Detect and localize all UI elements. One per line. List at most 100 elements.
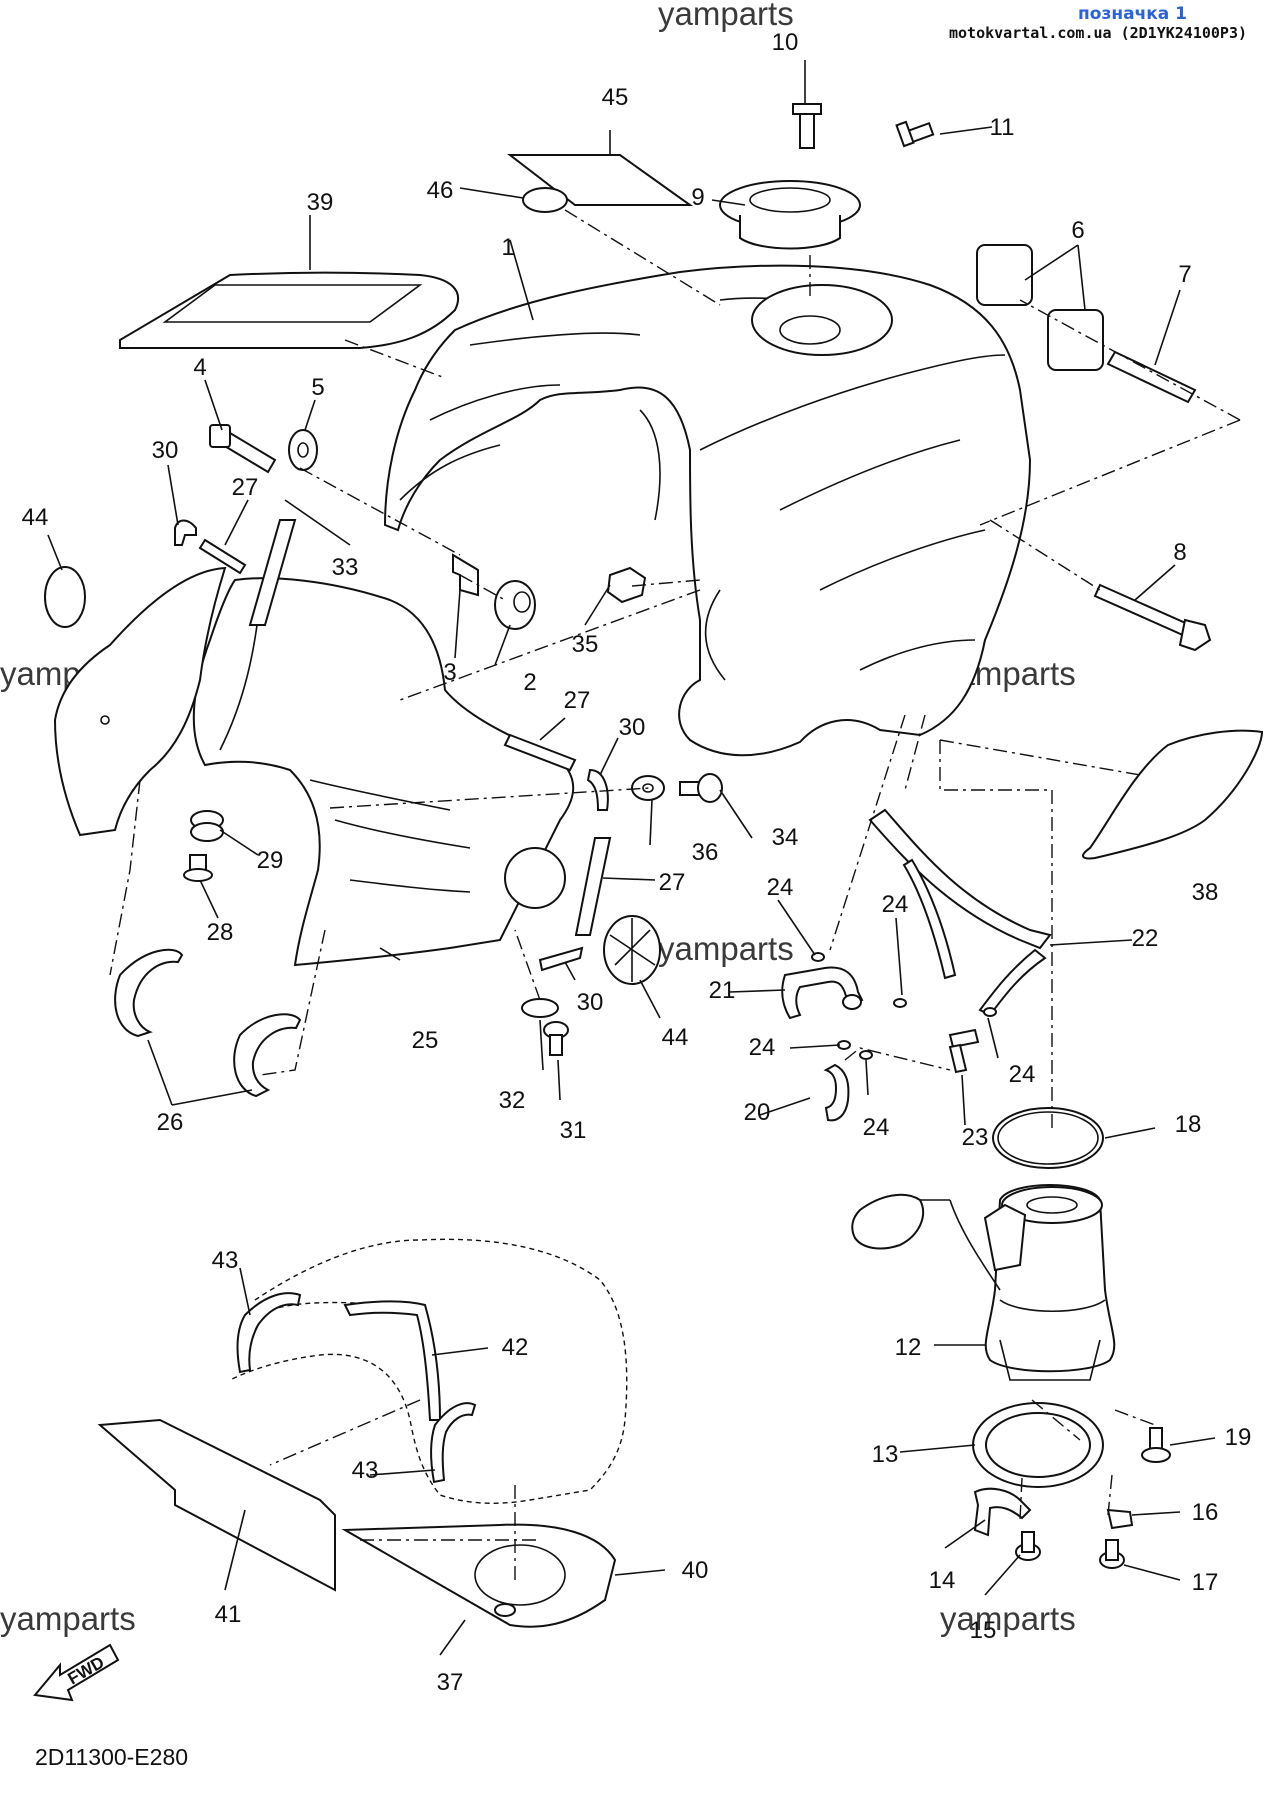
seat-pad[interactable] — [119, 271, 460, 349]
tank-front-cover[interactable] — [192, 577, 575, 967]
lower-strip-left[interactable] — [236, 1292, 302, 1374]
callout-3[interactable]: 3 — [443, 659, 456, 686]
callout-19[interactable]: 19 — [1225, 1424, 1252, 1451]
lower-strip-right[interactable] — [430, 1402, 477, 1484]
callout-6[interactable]: 6 — [1071, 217, 1084, 244]
callout-41[interactable]: 41 — [215, 1601, 242, 1628]
callout-28[interactable]: 28 — [207, 919, 234, 946]
clip-lower[interactable] — [538, 946, 584, 972]
callout-20[interactable]: 20 — [744, 1099, 771, 1126]
grommet[interactable] — [190, 810, 224, 842]
callout-25[interactable]: 25 — [412, 1027, 439, 1054]
callout-11[interactable]: 11 — [990, 114, 1015, 141]
cap-bolt-side[interactable] — [895, 120, 935, 148]
callout-15[interactable]: 15 — [970, 1617, 997, 1644]
bolt-right[interactable] — [679, 773, 723, 803]
callout-22[interactable]: 22 — [1132, 925, 1159, 952]
hose-breather[interactable] — [868, 808, 1052, 1017]
callout-14[interactable]: 14 — [929, 1567, 956, 1594]
bolt[interactable] — [209, 424, 277, 474]
callout-35[interactable]: 35 — [572, 631, 599, 658]
clamp[interactable] — [1106, 1508, 1134, 1530]
callout-46[interactable]: 46 — [427, 177, 454, 204]
callout-10[interactable]: 10 — [772, 29, 799, 56]
callout-44-left[interactable]: 44 — [22, 504, 49, 531]
callout-24-right[interactable]: 24 — [1009, 1061, 1036, 1088]
callout-13[interactable]: 13 — [872, 1441, 899, 1468]
lower-strip-center[interactable] — [343, 1300, 442, 1421]
rubber-damper[interactable] — [976, 244, 1104, 371]
callout-31[interactable]: 31 — [560, 1117, 587, 1144]
fuel-tank[interactable] — [383, 264, 1032, 757]
screw[interactable] — [248, 519, 297, 626]
collar-rod[interactable] — [1106, 350, 1197, 404]
callout-23[interactable]: 23 — [962, 1124, 989, 1151]
callout-36[interactable]: 36 — [692, 839, 719, 866]
rubber-guide[interactable] — [114, 948, 302, 1098]
callout-30-left[interactable]: 30 — [152, 437, 179, 464]
callout-7[interactable]: 7 — [1178, 261, 1191, 288]
insulator-pad[interactable] — [1082, 729, 1264, 860]
callout-43-upper[interactable]: 43 — [212, 1247, 239, 1274]
callout-21[interactable]: 21 — [709, 977, 736, 1004]
callout-30-center[interactable]: 30 — [619, 714, 646, 741]
callout-32[interactable]: 32 — [499, 1087, 526, 1114]
washer[interactable] — [288, 429, 318, 471]
strip-vertical[interactable] — [574, 837, 612, 936]
plate-bolt[interactable] — [1141, 1427, 1171, 1463]
callout-29[interactable]: 29 — [257, 847, 284, 874]
fuel-cap[interactable] — [719, 180, 861, 250]
holder-screw[interactable] — [1015, 1531, 1041, 1561]
hose-holder[interactable] — [973, 1487, 1032, 1537]
callout-43-lower[interactable]: 43 — [352, 1457, 379, 1484]
callout-45[interactable]: 45 — [602, 84, 629, 111]
callout-24-lower[interactable]: 24 — [863, 1114, 890, 1141]
fuel-pump[interactable] — [949, 1184, 1116, 1381]
callout-16[interactable]: 16 — [1192, 1499, 1219, 1526]
callout-9[interactable]: 9 — [691, 184, 704, 211]
header-link[interactable]: позначка 1 — [1078, 4, 1187, 24]
lower-plate[interactable] — [341, 1523, 617, 1628]
cap-bolt[interactable] — [792, 103, 822, 149]
strip-left[interactable] — [198, 538, 247, 575]
collar[interactable] — [183, 854, 213, 882]
callout-26[interactable]: 26 — [157, 1109, 184, 1136]
callout-34[interactable]: 34 — [772, 824, 799, 851]
callout-24-upper[interactable]: 24 — [767, 874, 794, 901]
callout-8[interactable]: 8 — [1173, 539, 1186, 566]
callout-39[interactable]: 39 — [307, 189, 334, 216]
tank-side-cover[interactable] — [53, 566, 227, 837]
small-pad[interactable] — [522, 187, 568, 213]
callout-18[interactable]: 18 — [1175, 1111, 1202, 1138]
callout-37[interactable]: 37 — [437, 1669, 464, 1696]
callout-12[interactable]: 12 — [895, 1334, 922, 1361]
washer-lower[interactable] — [521, 998, 559, 1018]
pipe-joint[interactable] — [948, 1028, 980, 1074]
callout-2[interactable]: 2 — [523, 669, 536, 696]
strip-center[interactable] — [503, 733, 577, 772]
bolt-lower[interactable] — [543, 1021, 569, 1056]
emblem[interactable] — [603, 915, 661, 985]
callout-30-lower[interactable]: 30 — [577, 989, 604, 1016]
callout-27-center[interactable]: 27 — [564, 687, 591, 714]
long-bolt[interactable] — [1093, 583, 1212, 652]
hose-overflow[interactable] — [781, 966, 864, 1020]
nut[interactable] — [606, 566, 647, 604]
callout-38[interactable]: 38 — [1192, 879, 1219, 906]
callout-4[interactable]: 4 — [193, 354, 206, 381]
callout-40[interactable]: 40 — [682, 1557, 709, 1584]
callout-24-middle[interactable]: 24 — [882, 891, 909, 918]
damper[interactable] — [494, 580, 536, 630]
callout-27-right[interactable]: 27 — [659, 869, 686, 896]
callout-1[interactable]: 1 — [501, 234, 514, 261]
heat-protector[interactable] — [97, 1418, 336, 1592]
clip-center[interactable] — [586, 768, 609, 811]
callout-5[interactable]: 5 — [311, 374, 324, 401]
o-ring[interactable] — [992, 1107, 1104, 1169]
hose-drain[interactable] — [823, 1063, 850, 1122]
callout-44-right[interactable]: 44 — [662, 1024, 689, 1051]
callout-27-left[interactable]: 27 — [232, 474, 259, 501]
fuel-gauge-float[interactable] — [851, 1193, 950, 1250]
emblem-left[interactable] — [44, 566, 86, 628]
bracket[interactable] — [452, 553, 479, 597]
